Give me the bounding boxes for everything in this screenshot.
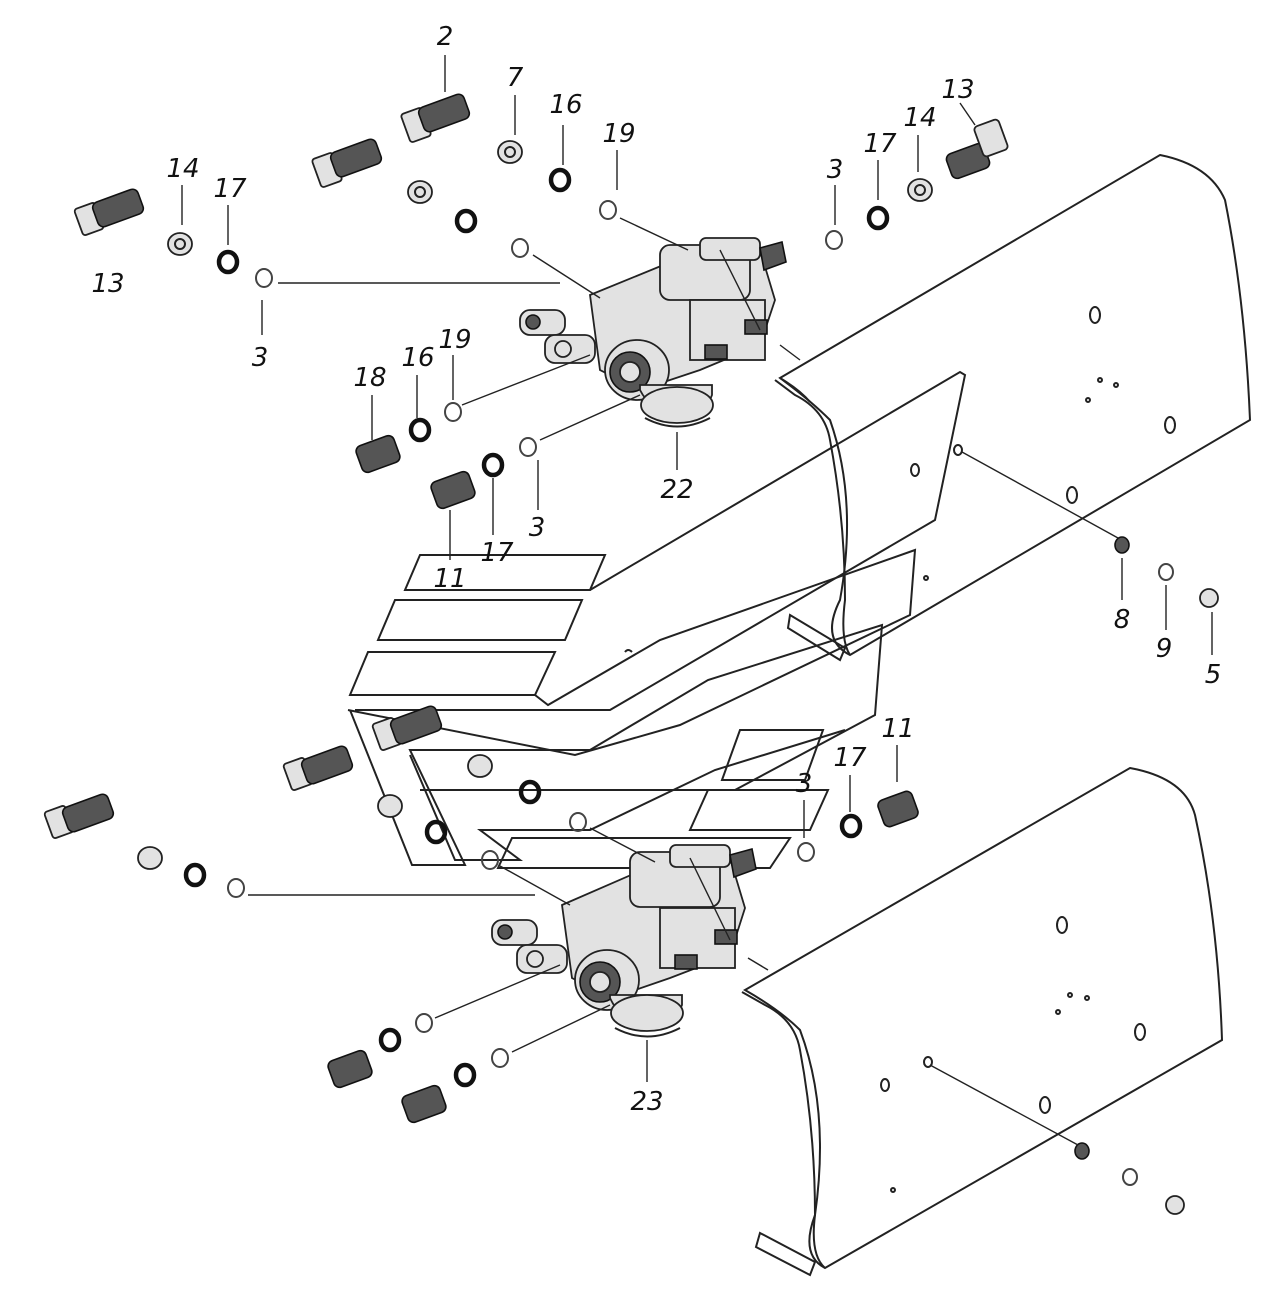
callout-16: 16: [549, 90, 582, 120]
tube-routing-outlines: [347, 370, 967, 869]
callout-11-upper: 11: [433, 564, 466, 594]
callout-2: 2: [437, 22, 454, 52]
callout-5: 5: [1205, 660, 1222, 690]
callout-7: 7: [507, 63, 524, 93]
callout-13-left: 13: [91, 269, 124, 299]
lower-bracket-plate: [741, 766, 1224, 1277]
callout-11-lower: 11: [881, 714, 914, 744]
nuts: [137, 140, 1219, 1215]
elbow-fitting-lower-a: [371, 705, 443, 751]
callout-19: 19: [602, 119, 635, 149]
callout-14-left: 14: [166, 154, 199, 184]
upper-bracket-plate: [774, 153, 1252, 662]
callout-19-mid: 19: [438, 325, 471, 355]
callout-9: 9: [1156, 634, 1173, 664]
elbow-fitting-upper-b: [311, 138, 383, 188]
callout-18: 18: [353, 363, 386, 393]
lower-valve-assembly: [491, 844, 757, 1038]
callout-3-mid: 3: [529, 513, 546, 543]
callout-16-mid: 16: [401, 343, 434, 373]
elbow-fitting-lower-b: [282, 745, 354, 791]
upper-valve-assembly: [519, 237, 787, 428]
leader-lines: [181, 55, 1213, 1082]
callout-17-upper-right: 17: [863, 129, 897, 159]
callout-17-mid: 17: [480, 538, 514, 568]
callout-8: 8: [1114, 605, 1131, 635]
assembly-lines: [248, 217, 1119, 1146]
callout-17-lower: 17: [833, 743, 867, 773]
callout-17-left: 17: [213, 174, 247, 204]
callout-14-upper-right: 14: [903, 103, 936, 133]
elbow-fitting-13-right: [945, 118, 1009, 180]
elbow-fitting-lower-c: [43, 793, 115, 839]
elbow-fitting-13-left: [73, 188, 145, 236]
callout-13-upper-right: 13: [941, 75, 974, 105]
callout-3-lower: 3: [796, 769, 813, 799]
callout-23: 23: [630, 1087, 663, 1117]
callout-3-left: 3: [252, 343, 269, 373]
sealing-rings: [183, 167, 1174, 1186]
elbow-fitting-2: [400, 93, 471, 143]
straight-nipples: [327, 434, 919, 1124]
callout-3-upper-right: 3: [827, 155, 844, 185]
callout-labels: 2 7 16 19 13 14 17 3 13 14 17 3 18 16 19…: [91, 22, 1221, 1117]
callout-22: 22: [660, 475, 693, 505]
